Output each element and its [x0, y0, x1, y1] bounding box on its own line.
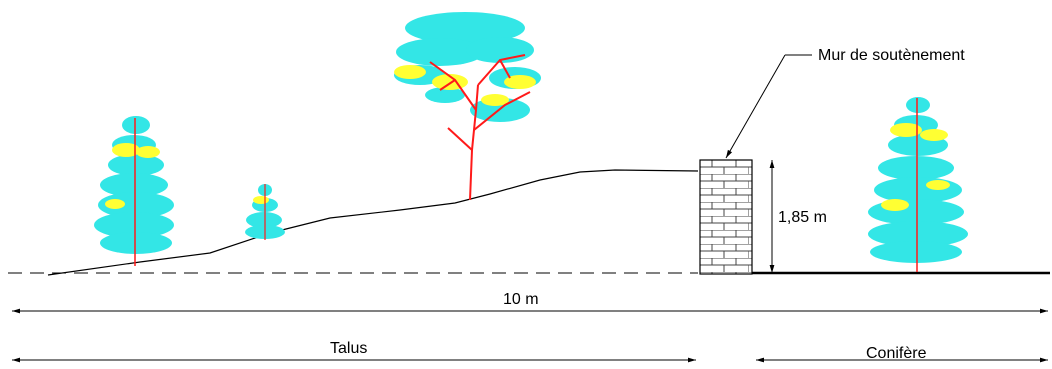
conifer-tree-small [245, 184, 285, 240]
conifer-label: Conifère [866, 345, 927, 362]
conifer-tree-right [868, 97, 968, 272]
conifer-tree-left [94, 116, 174, 266]
retaining-wall [699, 159, 753, 275]
width-label: 10 m [503, 291, 539, 308]
wall-leader-arrow [725, 54, 786, 159]
slope-label: Talus [330, 340, 367, 357]
wall-label: Mur de soutènement [818, 47, 965, 64]
slope-profile [47, 169, 699, 276]
pine-tree [394, 12, 541, 201]
height-label: 1,85 m [778, 209, 827, 226]
